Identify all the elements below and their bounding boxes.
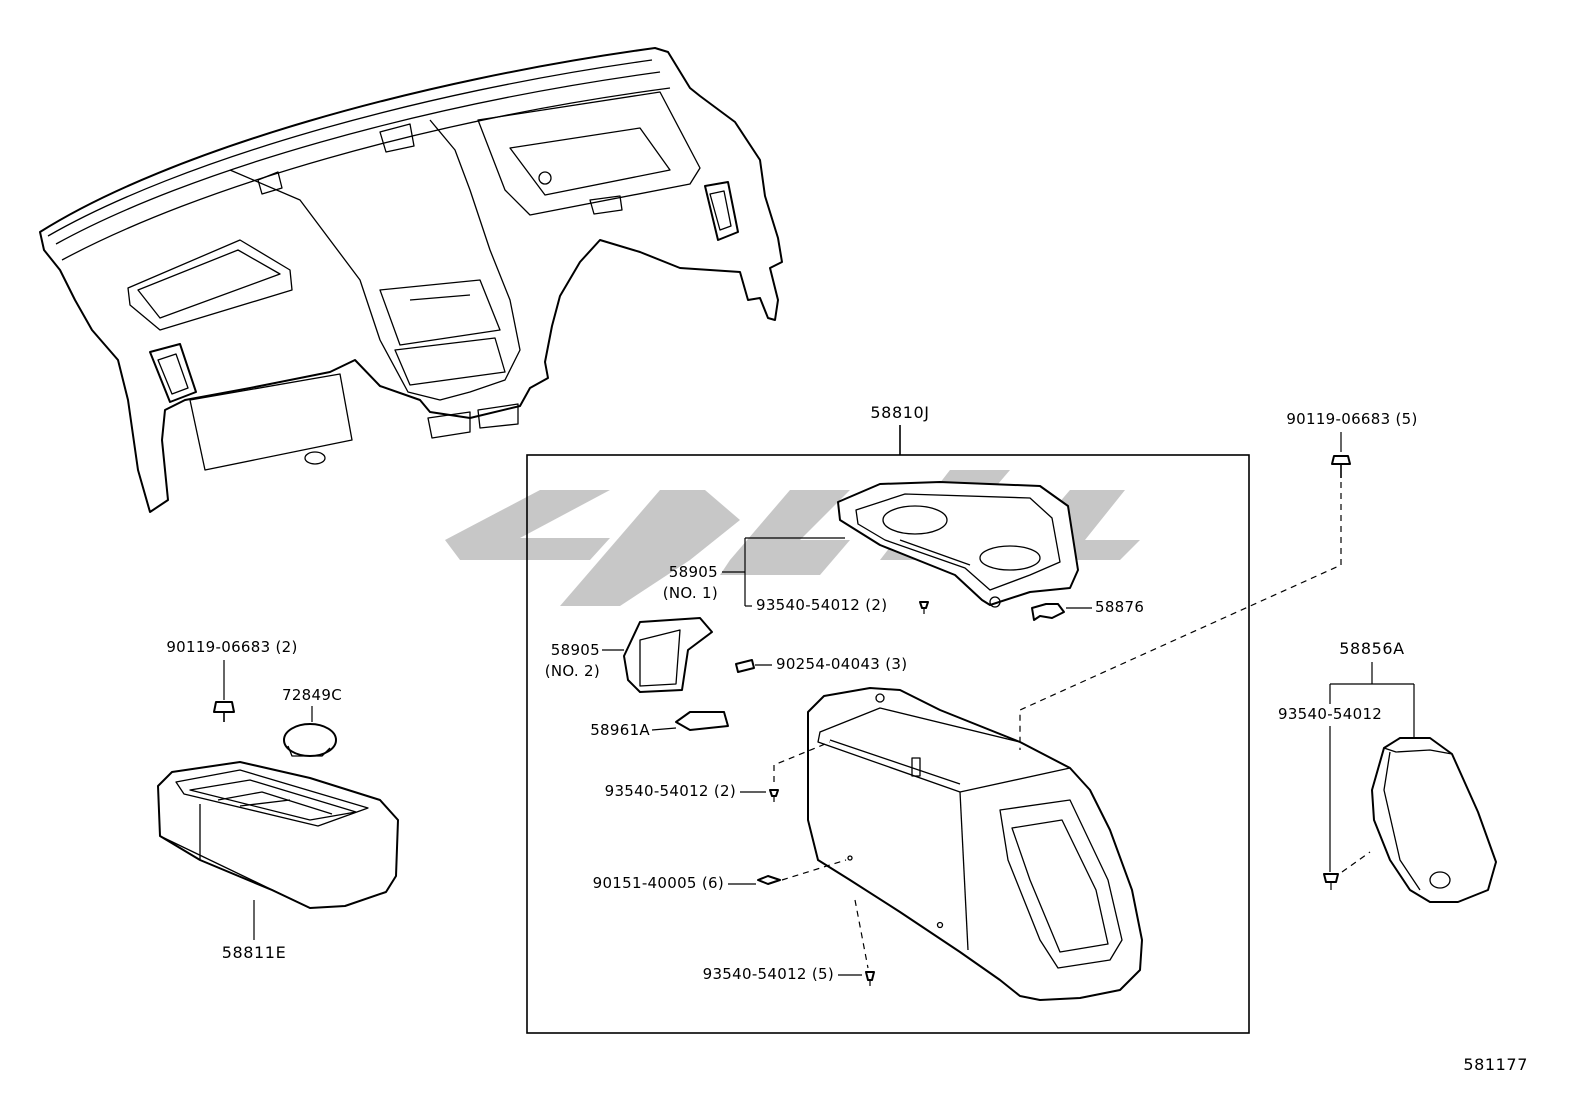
label-58811E: 58811E: [222, 943, 287, 962]
pin-icon: [735, 659, 755, 673]
label-93540-54012-bottom: 93540-54012 (5): [703, 965, 834, 983]
label-58876: 58876: [1095, 598, 1144, 616]
diagram-number: 581177: [1463, 1055, 1528, 1074]
rear-console-drawing: [157, 761, 399, 909]
label-58810J: 58810J: [870, 403, 929, 422]
screw-icon: [865, 971, 875, 981]
label-90119-06683-2: 90119-06683 (2): [166, 638, 297, 656]
screw-icon: [769, 789, 779, 797]
pad-group: 58856A 93540-54012: [1278, 639, 1497, 903]
rear-console-group: 90119-06683 (2) 72849C 58811E: [157, 638, 399, 962]
console-body-drawing: [807, 687, 1143, 1001]
bolt-icon: [213, 701, 235, 713]
screw-icon: [919, 601, 929, 609]
label-58961A: 58961A: [590, 721, 650, 739]
label-58905-no2-suffix: (NO. 2): [545, 662, 600, 680]
label-58905-no1: 58905: [669, 563, 718, 581]
screw-90119-top-right: 90119-06683 (5): [1019, 410, 1417, 750]
label-72849C: 72849C: [282, 686, 342, 704]
label-93540-54012-pad: 93540-54012: [1278, 705, 1382, 723]
latch-icon: [675, 711, 729, 731]
rivet-icon: [757, 875, 781, 885]
label-90119-06683-5: 90119-06683 (5): [1286, 410, 1417, 428]
screw-icon: [1323, 873, 1339, 883]
cap-icon: [283, 723, 337, 757]
bolt-icon: [1331, 455, 1351, 465]
label-58905-no1-suffix: (NO. 1): [663, 584, 718, 602]
label-90254-04043: 90254-04043 (3): [776, 655, 907, 673]
label-93540-54012-mid: 93540-54012 (2): [605, 782, 736, 800]
assembly-58810J: 58810J 58905 (NO. 1) 93540-54012 (2) 588…: [526, 403, 1250, 1034]
lid-no2-drawing: [623, 617, 713, 693]
pad-drawing: [1371, 737, 1497, 903]
label-90151-40005: 90151-40005 (6): [593, 874, 724, 892]
label-93540-54012-lid: 93540-54012 (2): [756, 596, 887, 614]
assembly-frame: [526, 454, 1250, 1034]
label-58905-no2: 58905: [551, 641, 600, 659]
instrument-panel-drawing: [39, 47, 783, 513]
label-58856A: 58856A: [1339, 639, 1404, 658]
clip-icon: [1031, 603, 1065, 621]
